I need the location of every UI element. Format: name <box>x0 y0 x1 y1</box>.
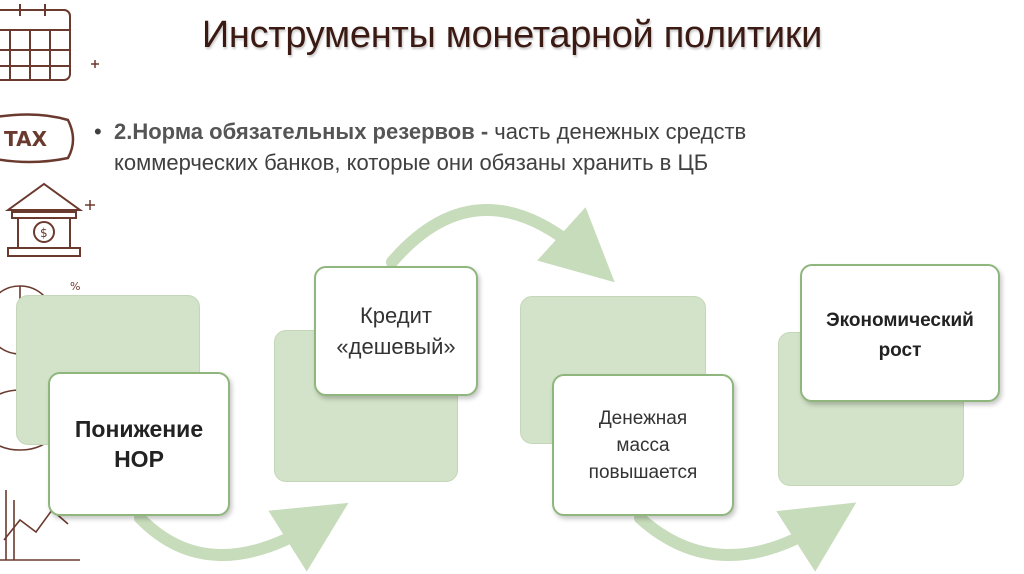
bullet-text: 2.Норма обязательных резервов - часть де… <box>114 116 894 178</box>
svg-text:$: $ <box>40 226 48 240</box>
step-4-box: Экономический рост <box>800 264 1000 402</box>
step-3-box: Денежная масса повышается <box>552 374 734 516</box>
arrow-3 <box>634 502 857 572</box>
arrow-2 <box>386 204 615 283</box>
bank-icon <box>4 182 84 257</box>
tax-label: TAX <box>4 127 48 151</box>
bullet-bold-term: 2.Норма обязательных резервов - <box>114 119 495 144</box>
step-2-label: Кредит «дешевый» <box>336 303 456 359</box>
page-title: Инструменты монетарной политики <box>201 14 823 56</box>
tax-stamp-icon <box>0 113 75 164</box>
bullet-definition: часть денежных средств коммерческих банк… <box>114 119 747 175</box>
bullet-point: • 2.Норма обязательных резервов - часть … <box>94 116 894 178</box>
bullet-marker: • <box>94 119 102 144</box>
calendar-icon <box>0 4 71 81</box>
step-1-box: Понижение НОР <box>48 372 230 516</box>
step-4-label: Экономический рост <box>826 310 974 361</box>
arrow-1 <box>134 502 349 572</box>
step-2-box: Кредит «дешевый» <box>314 266 478 396</box>
line-chart-icon <box>0 490 80 561</box>
step-1-label: Понижение НОР <box>74 416 204 472</box>
percent-label: % <box>70 280 80 293</box>
sparkle-icon <box>85 60 99 210</box>
step-3-label: Денежная масса повышается <box>588 407 698 483</box>
